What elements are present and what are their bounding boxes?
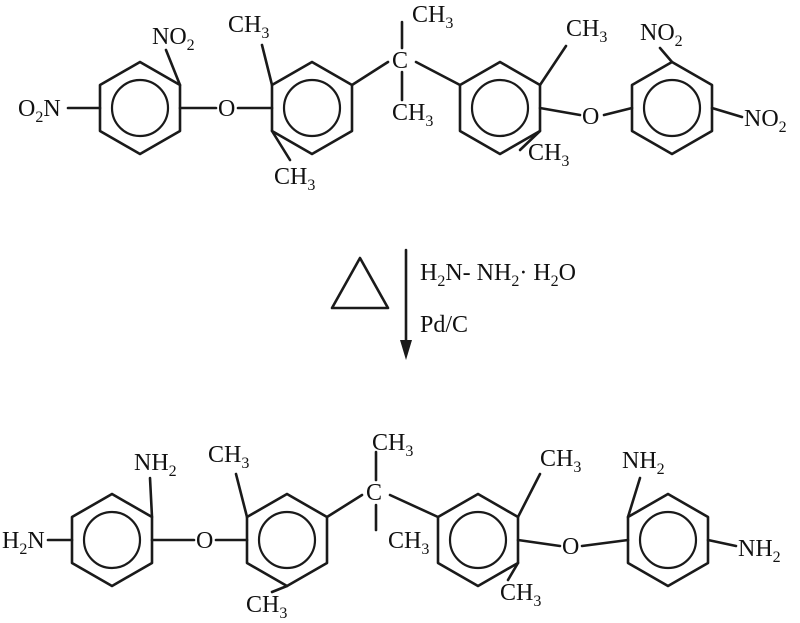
reactant-structure: NO2 O2N O CH3 CH3 C CH3 CH3 CH3 CH3 O NO… [18, 2, 787, 194]
product-ring-diaminophenyl-right [626, 492, 710, 588]
reactant-methyl-upper-left-label: CH3 [228, 12, 269, 42]
product-amine-far-right-label: NH2 [738, 536, 781, 566]
reactant-ether-left-label: O [218, 96, 235, 122]
product-amine-far-left-label: H2N [2, 528, 45, 558]
reactant-nitro-far-right-label: NO2 [744, 106, 787, 136]
reactant-methyl-bridge-top-label: CH3 [412, 2, 453, 32]
reactant-methyl-lower-left-label: CH3 [274, 164, 315, 194]
reactant-bridge-carbon-label: C [392, 48, 408, 74]
reagent-catalyst: Pd/C [420, 312, 468, 338]
product-bonds [46, 450, 738, 594]
product-ether-left-label: O [196, 528, 213, 554]
product-methyl-upper-right-label: CH3 [540, 446, 581, 476]
reactant-nitro-far-left-label: O2N [18, 96, 61, 126]
reaction-arrow-head [400, 340, 412, 360]
reactant-nitro-top-left-label: NO2 [152, 24, 195, 54]
reactant-nitro-top-right-label: NO2 [640, 20, 683, 50]
product-amine-top-right-label: NH2 [622, 448, 665, 478]
reactant-bonds [66, 20, 744, 162]
reactant-methyl-bridge-bottom-label: CH3 [392, 100, 433, 130]
product-amine-top-left-label: NH2 [134, 450, 177, 480]
reagent-hydrazine-hydrate: H2N- NH2· H2O [420, 260, 576, 290]
product-ring-xylyl-left [245, 492, 329, 588]
reactant-ring-dinitrophenyl-left [98, 60, 182, 156]
reactant-ring-dinitrophenyl-right [630, 60, 714, 156]
product-methyl-lower-left-label: CH3 [246, 592, 287, 622]
reaction-conditions: H2N- NH2· H2O Pd/C [330, 248, 576, 360]
product-ring-diaminophenyl-left [70, 492, 154, 588]
reactant-ring-xylyl-left [270, 60, 354, 156]
product-methyl-bridge-bottom-label: CH3 [388, 528, 429, 558]
product-ring-xylyl-right [436, 492, 520, 588]
product-methyl-lower-right-label: CH3 [500, 580, 541, 610]
heat-triangle-icon [330, 256, 390, 310]
product-methyl-upper-left-label: CH3 [208, 442, 249, 472]
product-bridge-carbon-label: C [366, 480, 382, 506]
reactant-ether-right-label: O [582, 104, 599, 130]
product-methyl-bridge-top-label: CH3 [372, 430, 413, 460]
reactant-methyl-lower-right-label: CH3 [528, 140, 569, 170]
product-ether-right-label: O [562, 534, 579, 560]
reactant-methyl-upper-right-label: CH3 [566, 16, 607, 46]
product-structure: NH2 H2N O CH3 CH3 C CH3 CH3 CH3 CH3 O NH… [2, 430, 781, 622]
